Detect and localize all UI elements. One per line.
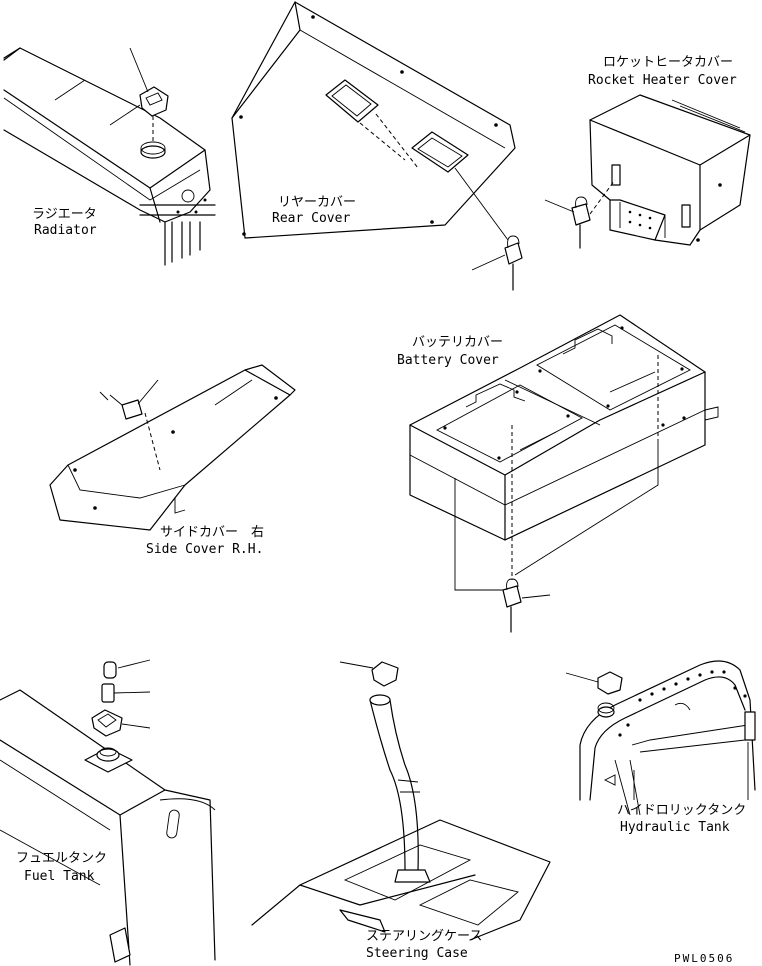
- rear-cover-drawing: [231, 1, 523, 291]
- radiator-label-jp: ラジエータ: [32, 207, 97, 222]
- rear-cover-label-en: Rear Cover: [272, 211, 350, 226]
- fuel-tank-drawing: [0, 659, 216, 966]
- radiator-drawing: [3, 47, 216, 266]
- side-cover-label-jp: サイドカバー 右: [160, 525, 264, 540]
- rocket-heater-cover-drawing: [544, 94, 751, 249]
- hydraulic-tank-drawing: [565, 660, 756, 816]
- rear-cover-label-jp: リヤーカバー: [278, 195, 356, 210]
- battery-cover-drawing: [409, 314, 719, 633]
- rocket-heater-label-jp: ロケットヒータカバー: [603, 55, 733, 70]
- hydraulic-tank-label-en: Hydraulic Tank: [620, 820, 730, 835]
- battery-cover-label-jp: バッテリカバー: [412, 335, 503, 350]
- steering-case-drawing: [251, 661, 551, 941]
- radiator-label-en: Radiator: [34, 223, 97, 238]
- drawing-code: PWL0506: [674, 952, 734, 965]
- steering-case-label-en: Steering Case: [366, 946, 468, 961]
- fuel-tank-label-jp: フュエルタンク: [16, 851, 107, 866]
- fuel-tank-label-en: Fuel Tank: [24, 869, 95, 884]
- side-cover-drawing: [49, 364, 296, 531]
- steering-case-label-jp: ステアリングケース: [366, 929, 482, 944]
- battery-cover-label-en: Battery Cover: [397, 353, 499, 368]
- hydraulic-tank-label-jp: ハイドロリックタンク: [617, 803, 746, 818]
- rocket-heater-label-en: Rocket Heater Cover: [588, 73, 737, 88]
- side-cover-label-en: Side Cover R.H.: [146, 542, 263, 557]
